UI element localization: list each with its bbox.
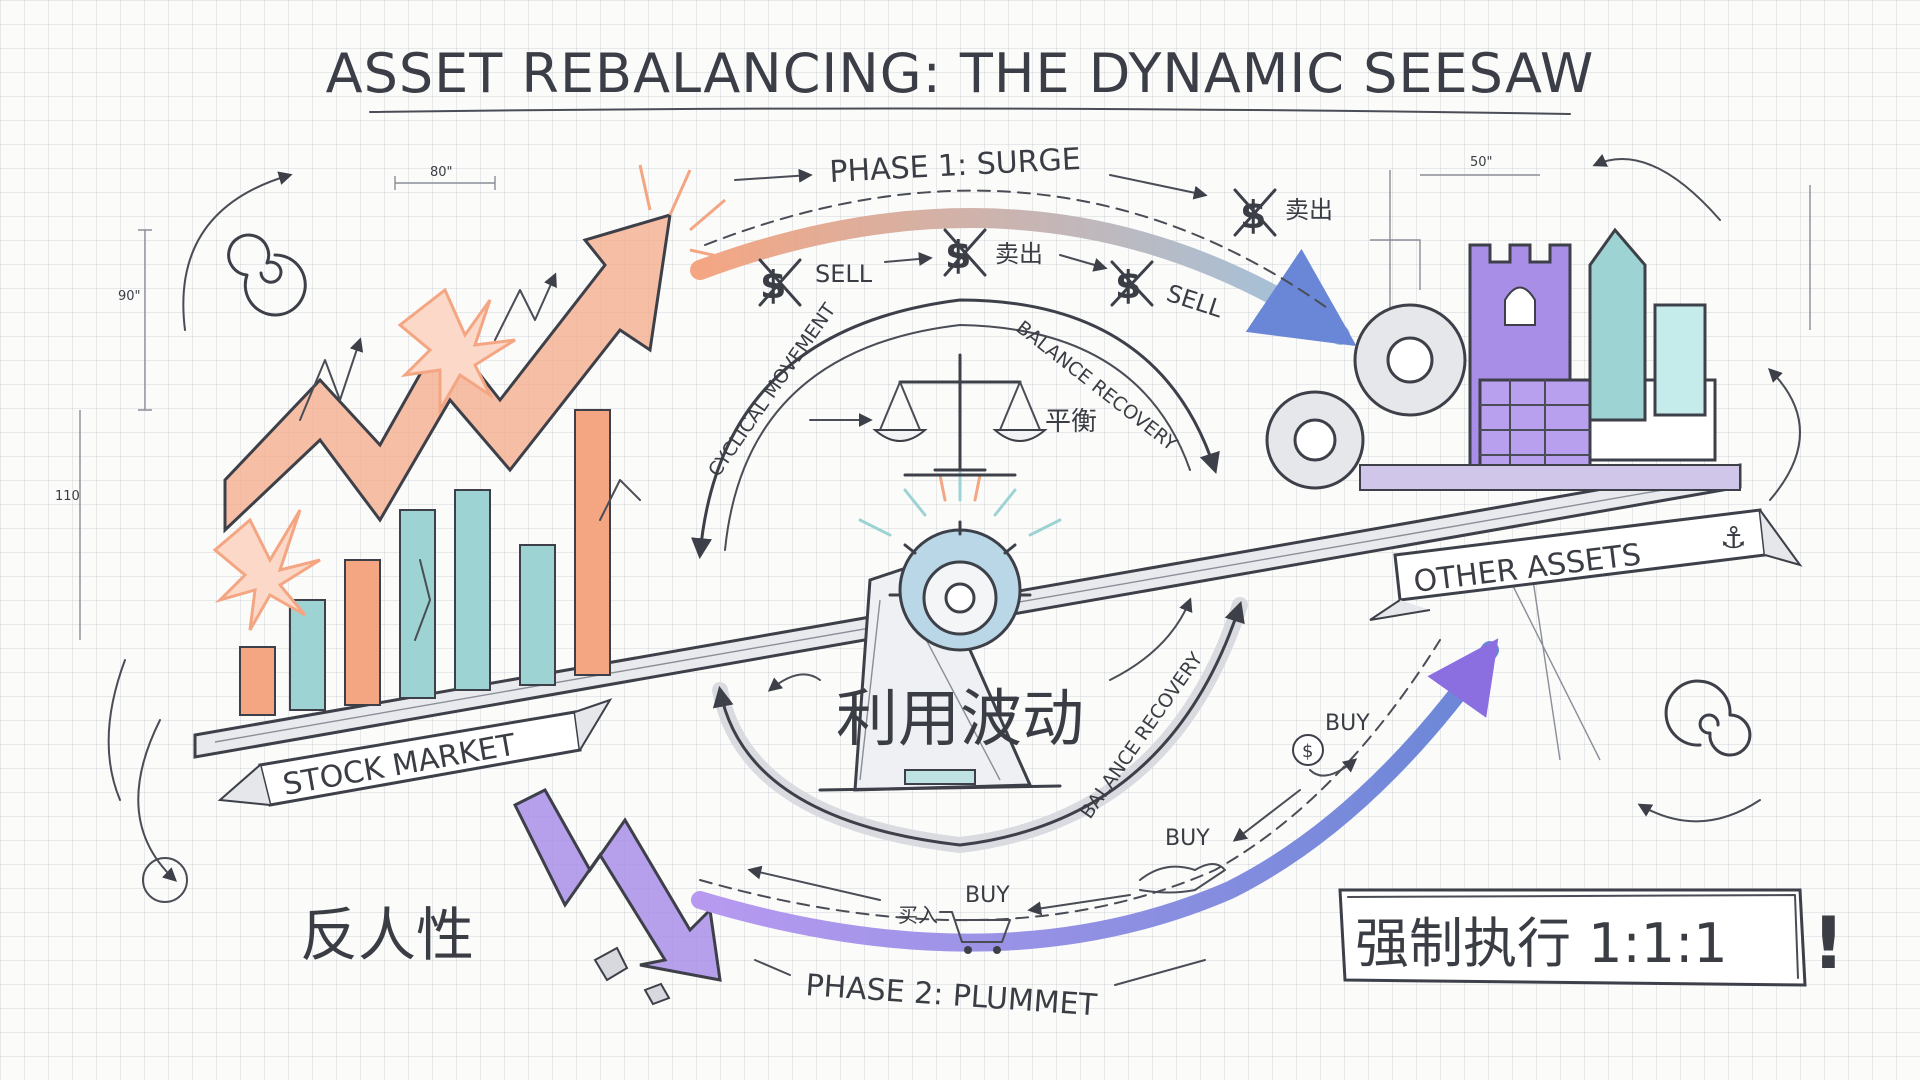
ground-line xyxy=(818,784,1062,792)
mini-arrow-2 xyxy=(494,272,557,341)
circular-arrow-bottom-right xyxy=(1637,799,1761,823)
coin-arrow-icon: $ xyxy=(1292,734,1358,777)
scale-icon xyxy=(872,353,1048,477)
dollar-strike-icon: $ xyxy=(1233,188,1277,237)
phase1-tail-arrow xyxy=(1109,174,1208,200)
dollar-strike-icon: $ xyxy=(943,228,987,277)
sell-step-4: $ 卖出 xyxy=(1233,188,1333,237)
lower-cycle-arrow xyxy=(712,601,1245,847)
circular-arrow-top-left xyxy=(182,171,293,331)
crack-lines xyxy=(414,479,641,641)
plummet-flow-outline xyxy=(699,639,1441,922)
balance-cn-label: 平衡 xyxy=(1045,407,1097,437)
anchor-icon: ⚓ xyxy=(1720,521,1747,556)
swirl-circle-bottom-left xyxy=(142,857,188,903)
dim-lines-right xyxy=(1389,170,1811,330)
lower-cycle-right-tip xyxy=(1109,597,1193,681)
surge-flow-arrow xyxy=(690,208,1357,347)
cyclical-movement-label: CYCLICAL MOVEMENT xyxy=(704,299,840,481)
plummet-flow-arrow xyxy=(691,638,1499,952)
rock-debris xyxy=(593,946,671,1006)
decorative-swirls xyxy=(107,153,1801,903)
phase2-dash-lines xyxy=(754,959,1206,986)
sell-label-4: 卖出 xyxy=(1285,196,1333,224)
buy-arrow-2 xyxy=(1232,789,1301,842)
dim-label-50: 50" xyxy=(1470,155,1493,170)
other-assets-side: OTHER ASSETS ⚓ xyxy=(1265,227,1803,621)
stock-market-side: STOCK MARKET 反人性 xyxy=(212,164,736,1006)
circular-arrow-top-right xyxy=(1592,153,1721,221)
buy-label-3: BUY xyxy=(965,883,1010,908)
buy-arrow-3 xyxy=(1027,894,1131,916)
swirl-right xyxy=(1664,679,1752,757)
enforce-box-inner-frame xyxy=(1347,894,1799,979)
circular-arrow-bottom-left xyxy=(137,719,178,882)
balance-top-arc xyxy=(691,298,1220,560)
sell-label-2: 卖出 xyxy=(995,240,1043,268)
gear-icons xyxy=(1265,303,1467,490)
balance-top-arc-inner xyxy=(724,324,1191,551)
buy-step-3: 买入 BUY xyxy=(747,865,1131,954)
fulcrum-cn-label: 利用波动 xyxy=(836,682,1084,755)
dim-label-110: 110 xyxy=(55,489,80,504)
dollar-strike-icon: $ xyxy=(758,258,802,307)
sell-arrow-1 xyxy=(884,252,933,266)
sell-step-1: $ SELL xyxy=(758,252,933,307)
phase2-label: PHASE 2: PLUMMET xyxy=(804,968,1098,1023)
lower-cycle-left-tip xyxy=(767,673,821,692)
phase1-label: PHASE 1: SURGE xyxy=(829,142,1082,190)
sell-label-3: SELL xyxy=(1163,279,1227,323)
buy-label-2: BUY xyxy=(1165,826,1210,851)
swirl-bottom-left xyxy=(107,659,126,801)
dim-label-90: 90" xyxy=(118,289,141,304)
enforce-label: 强制执行 1:1:1 xyxy=(1355,912,1728,975)
contrarian-label: 反人性 xyxy=(300,901,474,969)
enforce-box: 强制执行 1:1:1 ! xyxy=(1338,888,1845,987)
buy-step-1: $ BUY xyxy=(1292,711,1370,777)
sell-label-1: SELL xyxy=(815,260,873,288)
dim-line-top-left xyxy=(394,176,496,190)
swirl-top-left xyxy=(227,233,307,317)
diagram-title: ASSET REBALANCING: THE DYNAMIC SEESAW xyxy=(326,42,1595,105)
enforce-exclamation: ! xyxy=(1812,901,1845,985)
title-group: ASSET REBALANCING: THE DYNAMIC SEESAW xyxy=(326,42,1595,115)
dollar-strike-icon: $ xyxy=(1110,260,1154,307)
phase1-flow: PHASE 1: SURGE $ SELL $ 卖出 $ SELL xyxy=(690,142,1357,347)
title-underline xyxy=(369,107,1571,115)
sell-arrow-2 xyxy=(1059,254,1108,272)
burst-icons xyxy=(212,164,736,631)
blueprint-sketch-lines xyxy=(1370,239,1601,761)
dim-label-80: 80" xyxy=(430,165,453,180)
buy-step-2: BUY xyxy=(1139,789,1301,894)
enforce-box-frame xyxy=(1338,888,1807,987)
assets-platform xyxy=(1359,464,1741,491)
stock-market-label: STOCK MARKET xyxy=(280,727,519,802)
sell-step-2: $ 卖出 xyxy=(943,228,1108,277)
svg-text:$: $ xyxy=(1302,741,1313,762)
balance-recovery-bottom-label: BALANCE RECOVERY xyxy=(1076,648,1207,823)
buy-lead-arrow xyxy=(747,865,881,901)
fulcrum-level xyxy=(904,769,976,785)
surge-flow-outline xyxy=(704,189,1331,311)
building-icon xyxy=(1588,227,1707,422)
cart-icon xyxy=(939,911,1011,954)
circular-arrow-right xyxy=(1768,368,1801,501)
buy-label-1: BUY xyxy=(1325,711,1370,736)
hand-coin-icon xyxy=(1139,863,1226,894)
plummet-arrow xyxy=(512,788,722,982)
dim-line-left xyxy=(138,229,152,411)
phase1-lead-arrow xyxy=(734,168,813,183)
mini-arrow-1 xyxy=(299,337,364,421)
dimension-lines: 80" 50" 90" 110 xyxy=(55,155,1811,761)
buy-cn-label: 买入 xyxy=(898,903,938,927)
